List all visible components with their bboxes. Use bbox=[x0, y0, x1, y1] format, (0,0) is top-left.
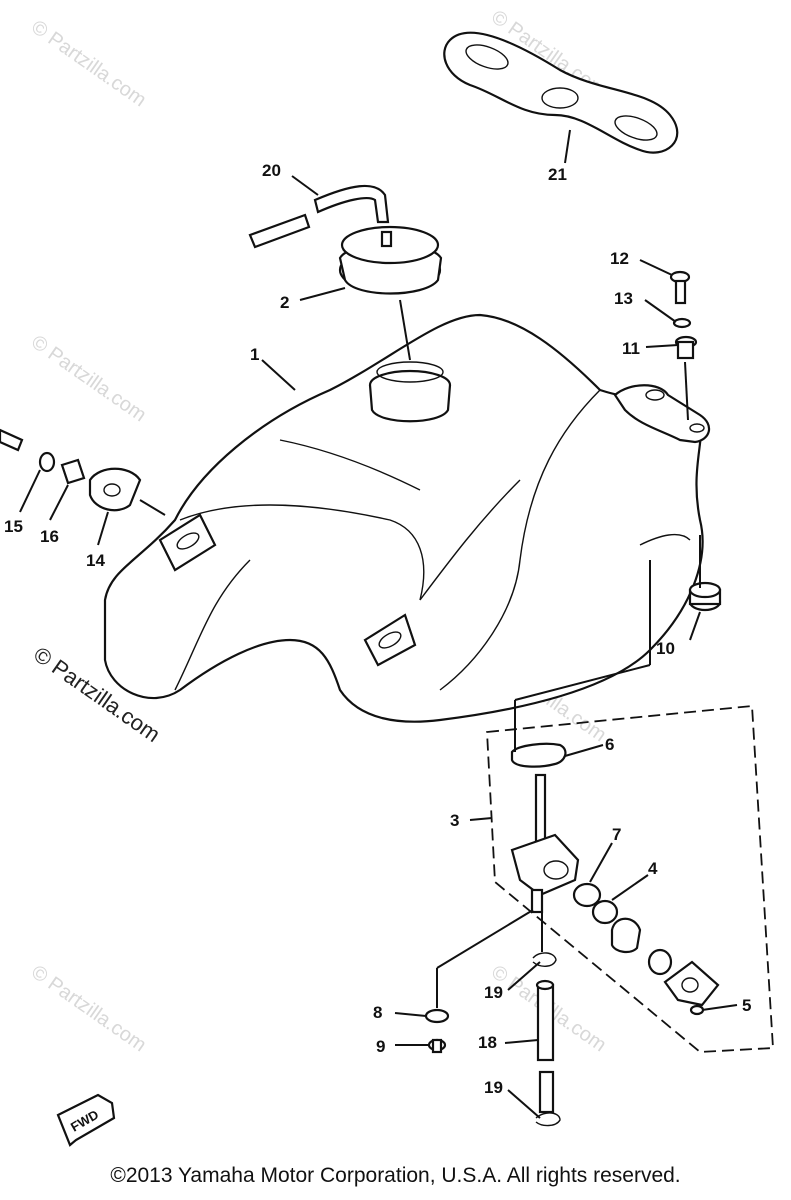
callout-2: 2 bbox=[280, 293, 289, 312]
callout-18: 18 bbox=[478, 1033, 497, 1052]
hose-clip-19-upper[interactable] bbox=[532, 952, 557, 967]
callout-9: 9 bbox=[376, 1037, 385, 1056]
watermark-faint: © Partzilla.com bbox=[27, 961, 150, 1056]
callout-21: 21 bbox=[548, 165, 567, 184]
fuel-cap-2[interactable] bbox=[338, 225, 443, 295]
cover-plate[interactable] bbox=[663, 960, 720, 1007]
callout-7: 7 bbox=[612, 825, 621, 844]
collar-11[interactable] bbox=[674, 335, 698, 360]
gasket-plate-21[interactable] bbox=[443, 31, 679, 154]
leader-lines bbox=[19, 129, 738, 1119]
washer-8[interactable] bbox=[424, 1008, 450, 1024]
screw-5[interactable] bbox=[689, 1004, 705, 1016]
breather-hose-20[interactable] bbox=[248, 184, 390, 249]
callout-15: 15 bbox=[4, 517, 23, 536]
washer-15[interactable] bbox=[38, 451, 56, 473]
fuel-cock-assembly-outline bbox=[486, 705, 774, 1053]
damper-10[interactable] bbox=[688, 581, 722, 612]
fuel-cock-3[interactable] bbox=[510, 773, 580, 914]
copyright-notice: ©2013 Yamaha Motor Corporation, U.S.A. A… bbox=[110, 1164, 681, 1187]
fuel-tank-1[interactable] bbox=[103, 313, 711, 723]
collar-16[interactable] bbox=[60, 458, 86, 485]
gasket-6[interactable] bbox=[510, 742, 567, 768]
fuel-hose-18[interactable] bbox=[535, 979, 555, 1114]
callout-6: 6 bbox=[605, 735, 614, 754]
o-ring[interactable] bbox=[647, 948, 673, 976]
valve-body[interactable] bbox=[610, 917, 642, 954]
bolt-15[interactable] bbox=[0, 428, 24, 452]
o-ring-4[interactable] bbox=[591, 899, 619, 925]
callout-5: 5 bbox=[742, 996, 751, 1015]
callout-1: 1 bbox=[250, 345, 259, 364]
lever-7[interactable] bbox=[572, 882, 602, 908]
callout-11: 11 bbox=[622, 339, 640, 358]
callout-19-upper: 19 bbox=[484, 983, 503, 1002]
callout-8: 8 bbox=[373, 1003, 382, 1022]
hose-clip-19-lower[interactable] bbox=[535, 1112, 561, 1127]
callout-13: 13 bbox=[614, 289, 633, 308]
bolt-12[interactable] bbox=[669, 270, 691, 305]
fwd-arrow-icon: FWD bbox=[56, 1093, 116, 1147]
bolt-9[interactable] bbox=[427, 1038, 447, 1054]
callout-labels: 20 21 2 1 12 13 11 10 15 16 14 6 3 7 4 5… bbox=[4, 161, 751, 1097]
callout-16: 16 bbox=[40, 527, 59, 546]
watermark-faint: © Partzilla.com bbox=[27, 16, 150, 111]
callout-3: 3 bbox=[450, 811, 459, 830]
callout-20: 20 bbox=[262, 161, 281, 180]
damper-14[interactable] bbox=[88, 467, 142, 512]
callout-4: 4 bbox=[648, 859, 658, 878]
watermark-faint: © Partzilla.com bbox=[27, 331, 150, 426]
callout-19-lower: 19 bbox=[484, 1078, 503, 1097]
washer-13[interactable] bbox=[672, 317, 692, 329]
callout-12: 12 bbox=[610, 249, 629, 268]
callout-10: 10 bbox=[656, 639, 675, 658]
callout-14: 14 bbox=[86, 551, 105, 570]
